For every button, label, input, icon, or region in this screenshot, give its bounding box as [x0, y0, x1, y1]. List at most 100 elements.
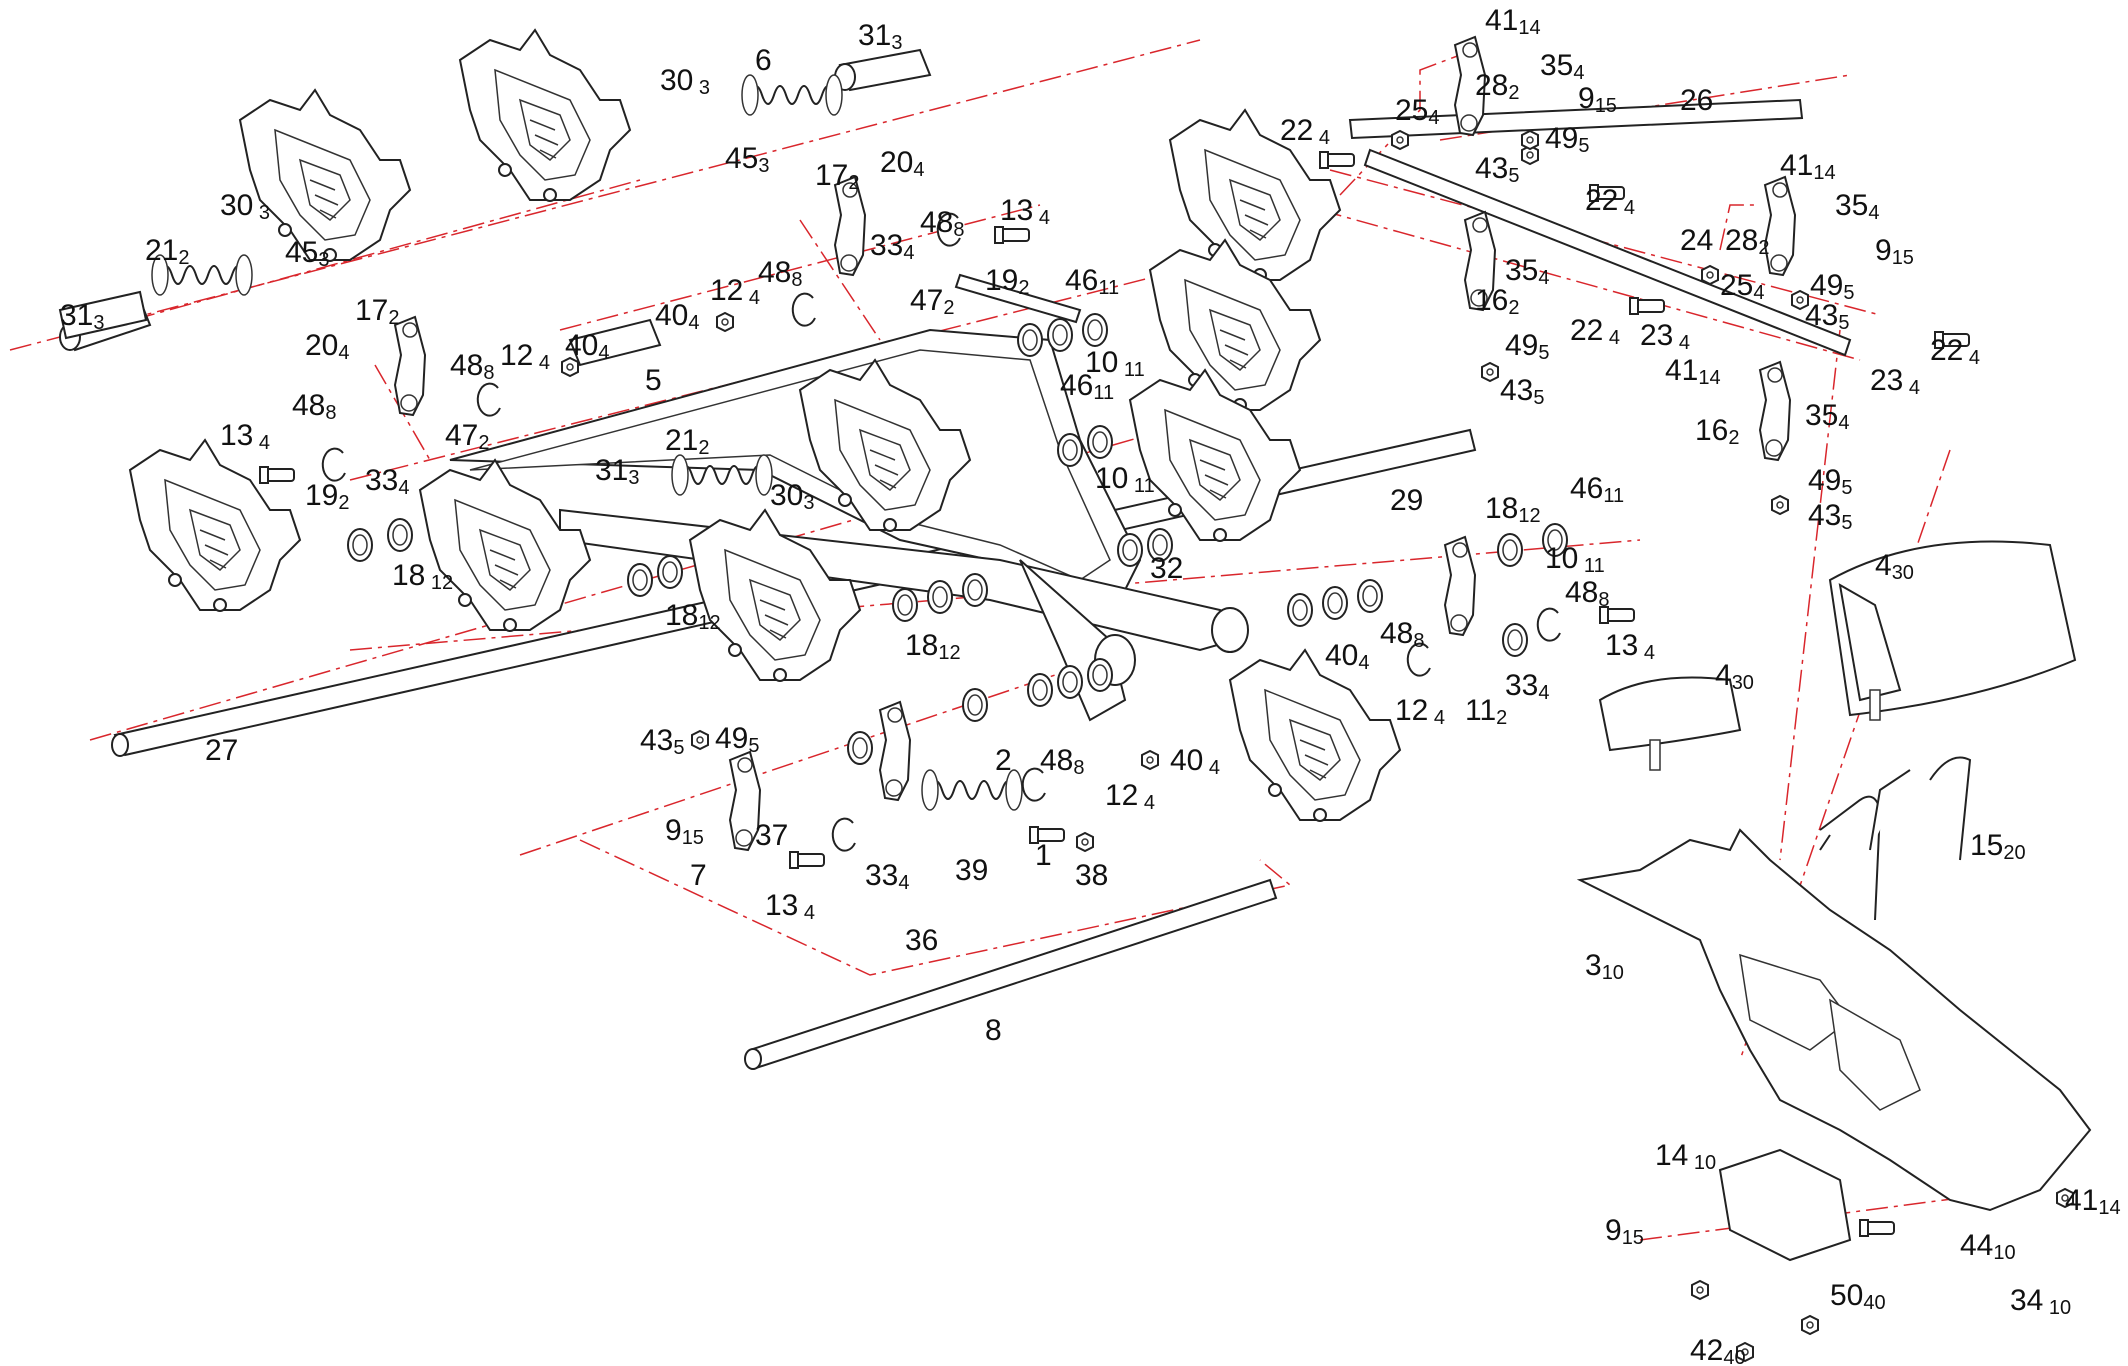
part-number: 9	[665, 814, 682, 847]
part-quantity: 4	[913, 159, 924, 181]
part-quantity: 4	[253, 432, 270, 454]
part-label-p4b: 430	[1715, 659, 1754, 694]
part-number: 9	[1605, 1214, 1622, 1247]
part-quantity: 4	[1903, 377, 1920, 399]
part-number: 22	[1570, 314, 1603, 347]
part-quantity: 14	[1813, 162, 1835, 184]
part-number: 6	[755, 44, 772, 77]
part-number: 41	[1485, 4, 1518, 37]
part-label-p48a: 488	[920, 206, 965, 241]
part-number: 35	[1540, 49, 1573, 82]
part-number: 35	[1835, 189, 1868, 222]
part-number: 48	[920, 206, 953, 239]
part-label-p40c: 404	[1325, 639, 1370, 674]
part-label-p5: 5	[645, 364, 662, 397]
part-label-p35c: 354	[1505, 254, 1550, 289]
part-number: 31	[595, 454, 628, 487]
part-label-p8: 8	[985, 1014, 1002, 1047]
part-quantity: 20	[2003, 842, 2025, 864]
part-quantity: 4	[1673, 332, 1690, 354]
part-number: 46	[1065, 264, 1098, 297]
part-label-p40a: 404	[655, 299, 700, 334]
part-quantity: 14	[1698, 367, 1720, 389]
part-number: 17	[815, 159, 848, 192]
part-number: 12	[1395, 694, 1428, 727]
part-number: 4	[1715, 659, 1732, 692]
part-label-p43c: 435	[1805, 299, 1850, 334]
part-label-p21a: 212	[145, 234, 190, 269]
part-label-p12d: 12 4	[1105, 779, 1155, 814]
part-label-p42: 4240	[1690, 1334, 1746, 1366]
part-label-p29: 29	[1390, 484, 1423, 517]
part-label-p49d: 495	[1505, 329, 1550, 364]
part-label-p39: 39	[955, 854, 988, 887]
part-label-p23a: 23 4	[1640, 319, 1690, 354]
part-quantity: 2	[943, 297, 954, 319]
part-label-p40d: 40 4	[1170, 744, 1220, 779]
part-quantity: 3	[693, 77, 710, 99]
part-quantity: 11	[1098, 277, 1119, 299]
part-number: 31	[858, 19, 891, 52]
part-number: 1	[1035, 839, 1052, 872]
part-number: 22	[1280, 114, 1313, 147]
part-number: 22	[1930, 334, 1963, 367]
part-number: 18	[665, 599, 698, 632]
part-label-p6: 6	[755, 44, 772, 77]
part-number: 49	[1505, 329, 1538, 362]
part-number: 33	[1505, 669, 1538, 702]
part-quantity: 4	[1538, 267, 1549, 289]
part-quantity: 3	[253, 202, 270, 224]
part-label-p13b: 13 4	[220, 419, 270, 454]
part-label-p18a: 18 12	[392, 559, 453, 594]
part-label-p30c: 303	[770, 479, 815, 514]
part-label-p18b: 1812	[665, 599, 721, 634]
part-label-p48f: 488	[1380, 617, 1425, 652]
part-quantity: 30	[1732, 672, 1754, 694]
part-number: 48	[292, 389, 325, 422]
part-quantity: 12	[425, 572, 453, 594]
part-label-p13c: 13 4	[1605, 629, 1655, 664]
part-label-p40b: 404	[565, 329, 610, 364]
part-quantity: 3	[318, 249, 329, 271]
part-quantity: 40	[1723, 1347, 1745, 1366]
part-quantity: 10	[1993, 1242, 2015, 1264]
part-label-p25a: 254	[1395, 94, 1440, 129]
part-number: 10	[1545, 542, 1578, 575]
part-label-p49b: 495	[1545, 122, 1590, 157]
part-quantity: 4	[1428, 107, 1439, 129]
part-quantity: 15	[682, 827, 704, 849]
part-label-p31b: 313	[858, 19, 903, 54]
part-number: 3	[1585, 949, 1602, 982]
part-label-p22d: 22 4	[1930, 334, 1980, 369]
part-number: 12	[710, 274, 743, 307]
part-label-p21b: 212	[665, 424, 710, 459]
part-number: 18	[392, 559, 425, 592]
part-quantity: 11	[1128, 475, 1154, 497]
part-number: 5	[645, 364, 662, 397]
part-number: 40	[1170, 744, 1203, 777]
part-quantity: 8	[1598, 589, 1609, 611]
part-label-p41d: 4114	[2065, 1184, 2121, 1219]
part-quantity: 4	[533, 352, 550, 374]
sleeves	[58, 290, 148, 340]
part-label-p17b: 172	[355, 294, 400, 329]
part-number: 22	[1585, 184, 1618, 217]
part-quantity: 4	[338, 342, 349, 364]
part-number: 30	[770, 479, 803, 512]
part-number: 33	[870, 229, 903, 262]
part-number: 20	[305, 329, 338, 362]
part-label-p12a: 12 4	[710, 274, 760, 309]
part-label-p41c: 4114	[1665, 354, 1721, 389]
part-quantity: 12	[1518, 505, 1540, 527]
part-number: 43	[1808, 499, 1841, 532]
part-quantity: 15	[1622, 1227, 1644, 1249]
part-number: 49	[1808, 464, 1841, 497]
part-label-p48g: 488	[1040, 744, 1085, 779]
part-number: 48	[1380, 617, 1413, 650]
part-number: 13	[1000, 194, 1033, 227]
part-quantity: 12	[938, 642, 960, 664]
part-quantity: 40	[1863, 1292, 1885, 1314]
part-number: 18	[905, 629, 938, 662]
part-number: 30	[220, 189, 253, 222]
